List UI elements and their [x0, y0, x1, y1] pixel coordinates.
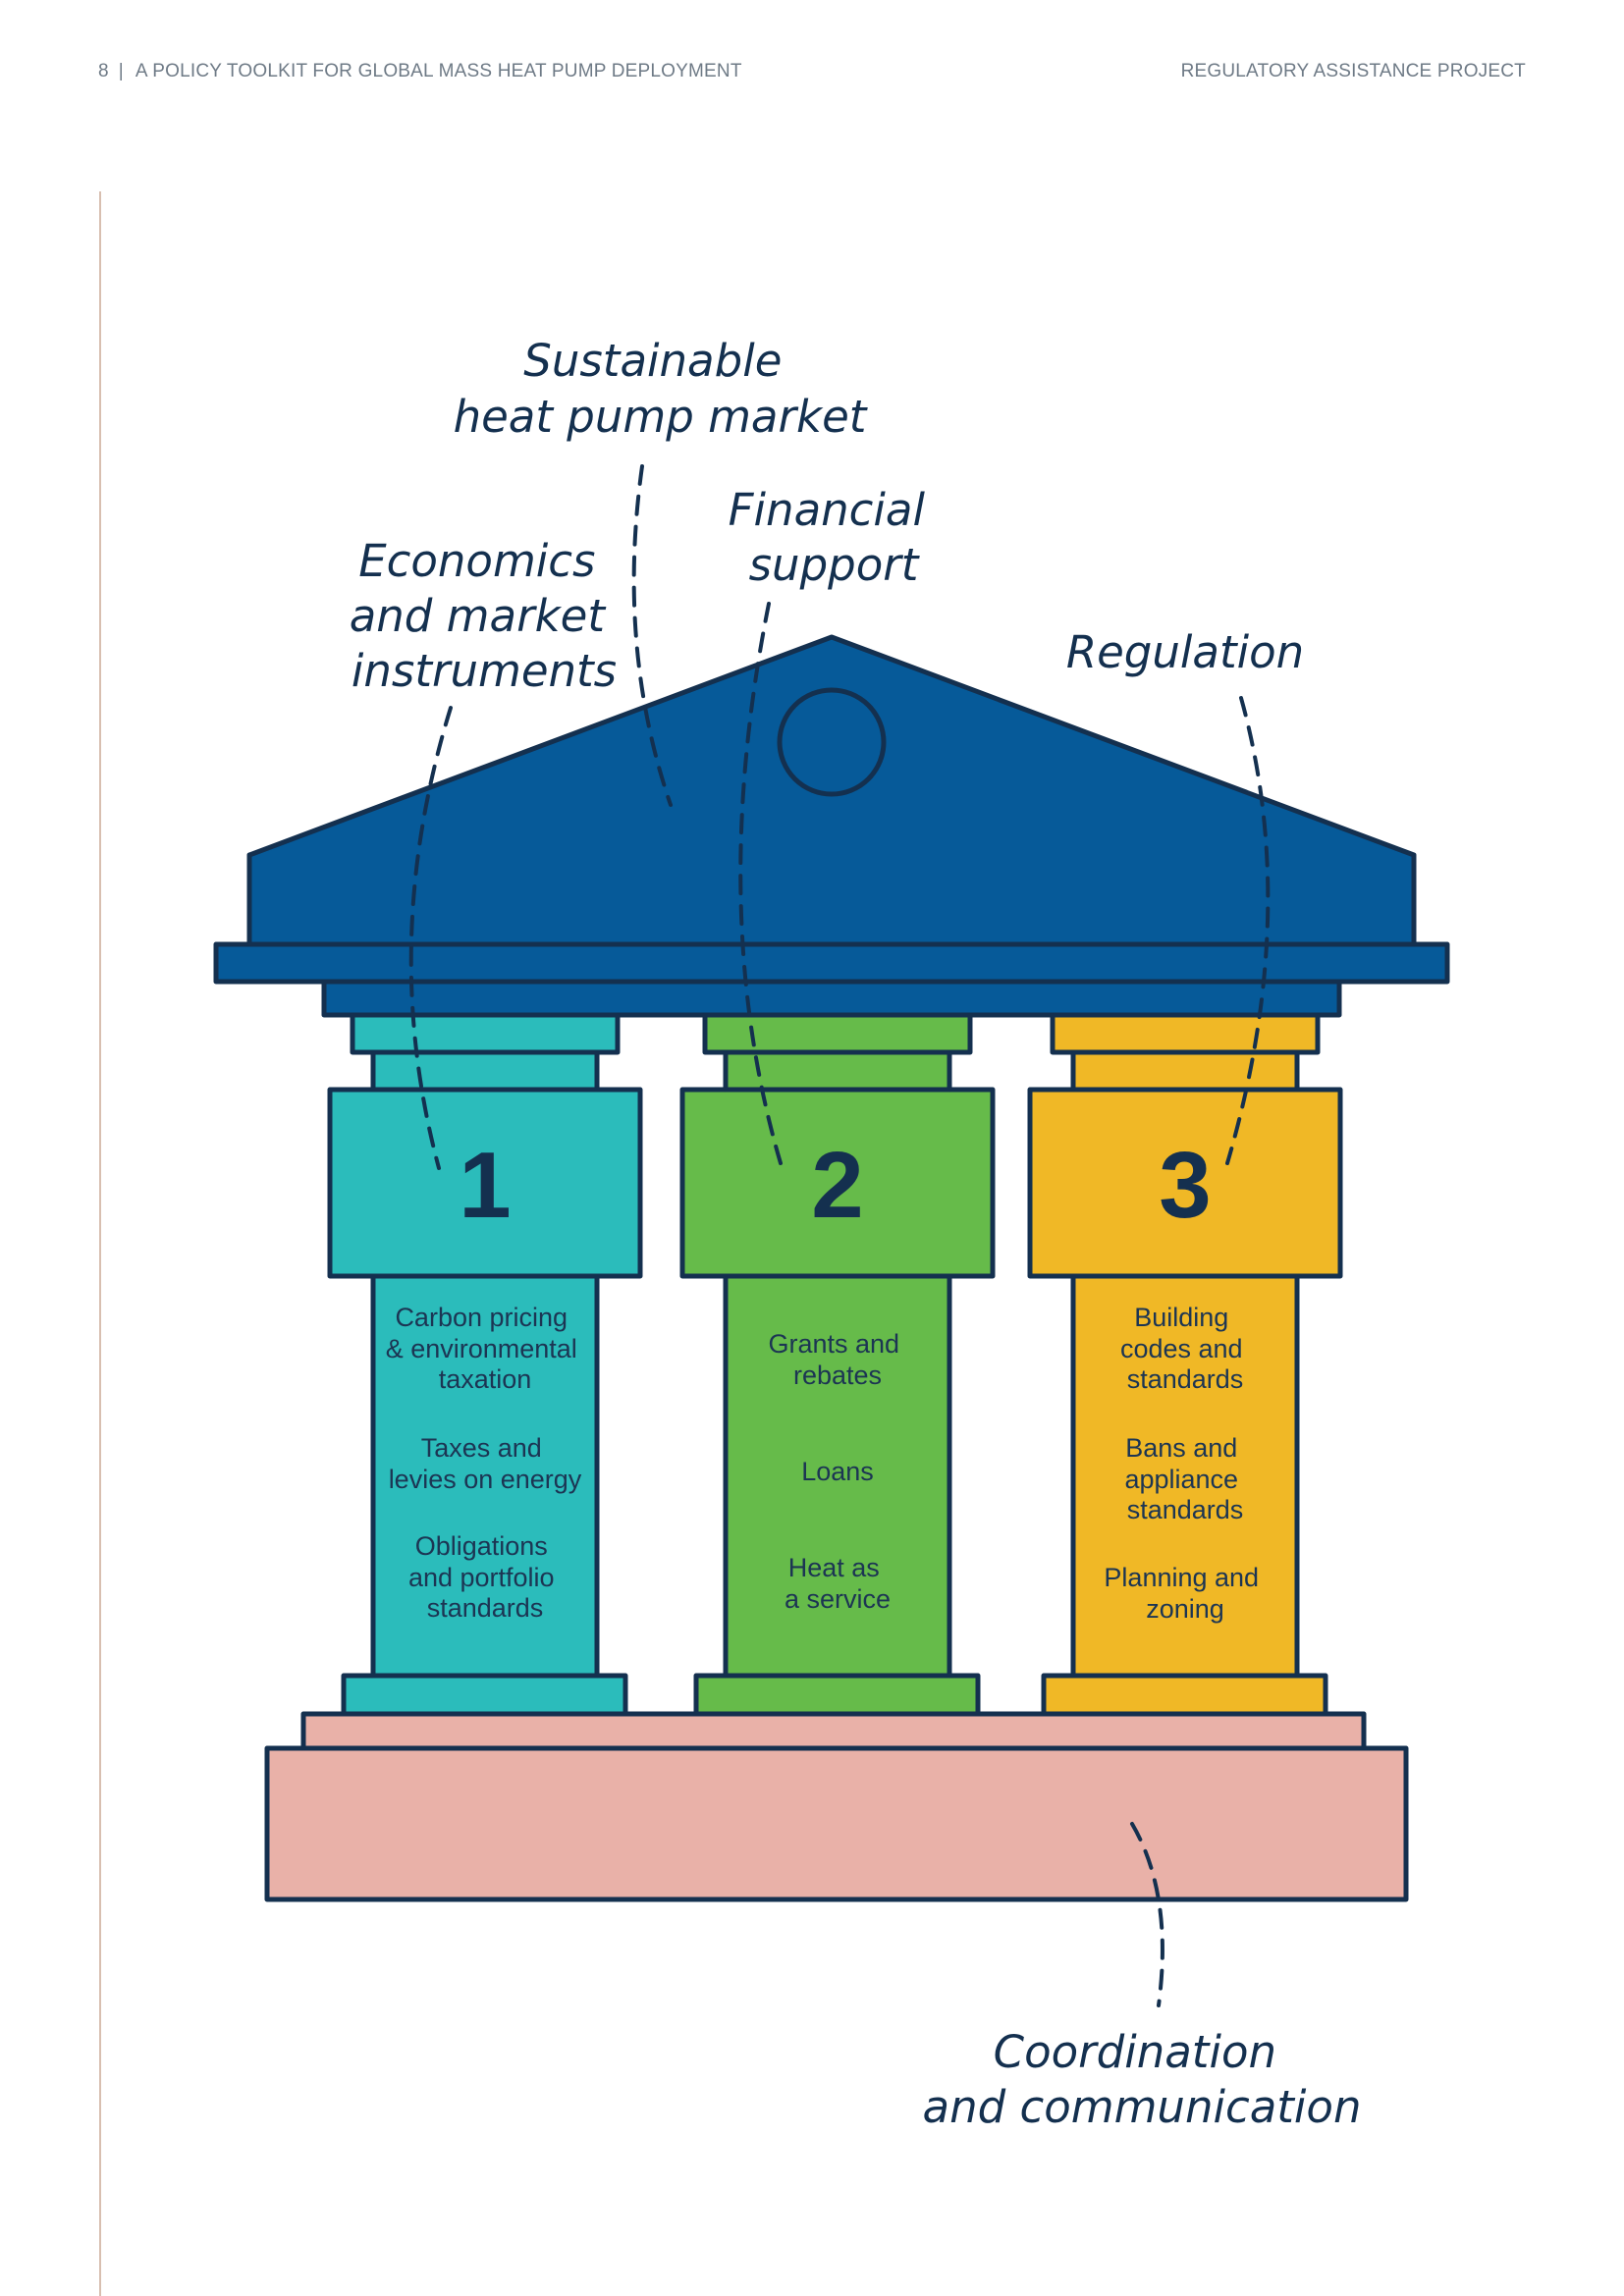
pillar-1-item-1-line-2: & environmental: [386, 1334, 577, 1363]
pillar-1-item-1: Carbon pricing & environmental taxation: [386, 1303, 585, 1394]
pillar-1-item-2-line-2: levies on energy: [389, 1465, 582, 1494]
pillar-1-item-3-line-2: and portfolio: [408, 1563, 555, 1592]
pillar-2-label-line-2: support: [749, 539, 921, 591]
pillar-2-shaft: [723, 1273, 952, 1679]
pillar-3-item-1-line-3: standards: [1127, 1364, 1244, 1394]
pillar-2-item-1-line-1: Grants and: [768, 1329, 899, 1359]
cornice: [213, 941, 1450, 985]
pillar-3-neck: [1070, 1049, 1300, 1093]
base-connector-line: [1130, 1822, 1164, 2007]
pillar-3-item-1: Building codes and standards: [1120, 1303, 1250, 1394]
header-left: 8 | A POLICY TOOLKIT FOR GLOBAL MASS HEAT …: [98, 61, 742, 82]
pillar-1-label-line-2: and market: [350, 590, 608, 642]
base-label-line-2: and communication: [923, 2081, 1362, 2133]
pillar-3-item-1-line-1: Building: [1134, 1303, 1228, 1332]
architrave: [321, 976, 1342, 1018]
pillar-1-number: 1: [459, 1133, 511, 1238]
roof-label-line-1: Sustainable: [523, 335, 782, 387]
pillar-3-item-3: Planning and zoning: [1104, 1563, 1266, 1624]
pillar-1-item-1-line-3: taxation: [439, 1364, 532, 1394]
pillar-2-item-2: Loans: [801, 1457, 874, 1486]
pillar-3-item-3-line-2: zoning: [1146, 1594, 1224, 1624]
pillar-1-item-3-line-3: standards: [427, 1593, 544, 1623]
pillar-3-label: Regulation: [1066, 626, 1304, 678]
pillar-1-capital: [327, 1087, 643, 1279]
pillar-2-plinth: [693, 1673, 981, 1717]
pillar-2: [679, 1012, 996, 1717]
pillar-1-item-2: Taxes and levies on energy: [389, 1433, 582, 1494]
pillar-1-item-3-line-1: Obligations: [415, 1531, 548, 1561]
organization-name: REGULATORY ASSISTANCE PROJECT: [1180, 61, 1526, 81]
pillar-2-number: 2: [811, 1133, 863, 1238]
pillar-3-plinth: [1041, 1673, 1328, 1717]
pillar-3-item-2: Bans and appliance standards: [1124, 1433, 1245, 1524]
pillar-1-item-2-line-1: Taxes and: [421, 1433, 542, 1463]
pillar-3-abacus: [1050, 1012, 1321, 1055]
pillar-2-capital: [679, 1087, 996, 1279]
pillar-2-item-3-line-2: a service: [785, 1584, 891, 1614]
pillar-1-item-3: Obligations and portfolio standards: [408, 1531, 562, 1623]
pillar-1-neck: [370, 1049, 600, 1093]
pillar-1-abacus: [350, 1012, 621, 1055]
roof-pediment: [246, 634, 1417, 947]
pillar-2-item-3: Heat as a service: [785, 1553, 891, 1614]
pillar-1: [327, 1012, 643, 1717]
pillar-3-item-3-line-1: Planning and: [1104, 1563, 1259, 1592]
pillar-2-item-1: Grants and rebates: [768, 1329, 906, 1390]
pillar-1-connector-line: [408, 706, 453, 1170]
pillar-2-item-3-line-1: Heat as: [788, 1553, 880, 1582]
roof-label-line-2: heat pump market: [454, 391, 869, 443]
pillar-3-number: 3: [1159, 1133, 1211, 1238]
pillar-2-abacus: [702, 1012, 973, 1055]
roof-label: Sustainable heat pump market: [454, 335, 869, 443]
pillar-3-connector-line: [1225, 696, 1271, 1165]
page-number: 8: [98, 61, 109, 81]
base-label-line-1: Coordination: [994, 2026, 1276, 2078]
header-separator: |: [118, 61, 124, 81]
pillar-1-label-line-3: instruments: [352, 645, 617, 697]
margin-rule: [99, 191, 101, 2296]
foundation-step: [300, 1711, 1367, 1751]
pillar-1-label: Economics and market instruments: [350, 535, 620, 697]
pillar-2-item-1-line-2: rebates: [793, 1361, 882, 1390]
pillar-2-label-line-1: Financial: [729, 484, 926, 536]
document-title: A POLICY TOOLKIT FOR GLOBAL MASS HEAT PU…: [135, 61, 742, 81]
pillar-3: [1027, 1012, 1343, 1717]
base-label: Coordination and communication: [923, 2026, 1362, 2133]
page-header: 8 | A POLICY TOOLKIT FOR GLOBAL MASS HEAT …: [0, 61, 1624, 90]
pillar-2-connector-line: [738, 602, 783, 1165]
foundation-base: [264, 1745, 1409, 1902]
pillar-3-item-2-line-3: standards: [1127, 1495, 1244, 1524]
pillar-1-plinth: [341, 1673, 628, 1717]
pillar-3-item-2-line-1: Bans and: [1125, 1433, 1237, 1463]
pillar-1-label-line-1: Economics: [358, 535, 595, 587]
pillar-2-item-2-line-1: Loans: [801, 1457, 874, 1486]
roof-connector-line: [631, 464, 673, 807]
pediment-circle: [777, 687, 887, 797]
pillar-3-label-line-1: Regulation: [1066, 626, 1304, 678]
pillar-3-item-1-line-2: codes and: [1120, 1334, 1243, 1363]
pillar-1-item-1-line-1: Carbon pricing: [395, 1303, 568, 1332]
pillar-3-shaft: [1070, 1273, 1300, 1679]
pillar-3-item-2-line-2: appliance: [1124, 1465, 1238, 1494]
pillar-2-label: Financial support: [729, 484, 940, 591]
